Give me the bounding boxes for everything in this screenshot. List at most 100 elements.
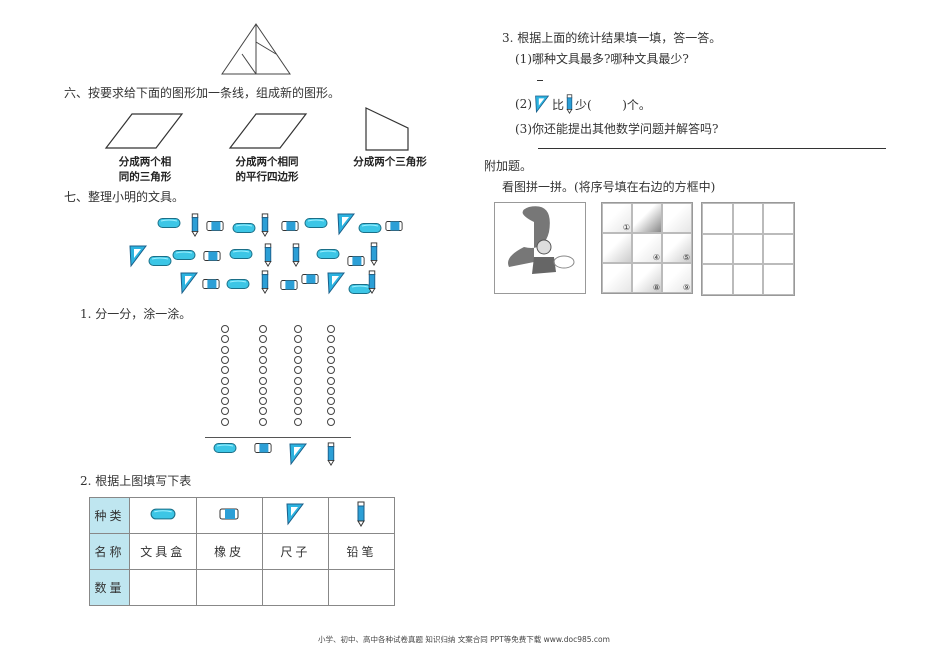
pencil-icon: [368, 270, 376, 294]
section3-q2-prefix: (2): [515, 97, 532, 111]
tally-circle[interactable]: [221, 417, 229, 426]
tally-circle[interactable]: [327, 397, 335, 406]
puzzle-piece: ⑨: [662, 263, 692, 293]
caption-1-line2: 同的三角形: [118, 171, 172, 183]
tally-circle[interactable]: [221, 335, 229, 344]
tally-circle[interactable]: [259, 325, 267, 333]
tally-circle[interactable]: [327, 366, 335, 375]
tally-circle[interactable]: [327, 345, 335, 354]
parallelogram-2: [228, 113, 308, 149]
tally-circle[interactable]: [221, 366, 229, 375]
pencil-case-icon: [358, 222, 382, 234]
puzzle-piece: ⑧: [632, 263, 662, 293]
tally-circle[interactable]: [294, 407, 302, 416]
count-cell[interactable]: [195, 569, 263, 606]
pencil-icon: [370, 242, 378, 266]
tally-circle[interactable]: [294, 397, 302, 406]
chart-baseline: [205, 437, 351, 438]
answer-line[interactable]: [538, 148, 886, 149]
tally-circle[interactable]: [327, 325, 335, 333]
tally-circle[interactable]: [221, 397, 229, 406]
pencil-icon: [261, 270, 269, 294]
section3-title: 3. 根据上面的统计结果填一填，答一答。: [502, 31, 722, 45]
tally-circle[interactable]: [294, 345, 302, 354]
tally-circle[interactable]: [259, 335, 267, 344]
tally-circle[interactable]: [327, 417, 335, 426]
section3-q2-suffix: 少( )个。: [575, 97, 651, 112]
tally-circle[interactable]: [221, 376, 229, 385]
pencil-case-icon: [150, 507, 176, 521]
pencil-icon: [357, 501, 365, 527]
eraser-icon: [280, 279, 298, 291]
puzzle-piece: ⑤: [662, 233, 692, 263]
triangle-ruler-icon: [288, 442, 308, 466]
eraser-icon: [347, 255, 365, 267]
piece-label: ⑨: [682, 283, 690, 292]
stationery-collection: [0, 0, 950, 300]
caption-1-line1: 分成两个相: [118, 156, 172, 168]
tally-circle[interactable]: [327, 376, 335, 385]
bonus-title: 附加题。: [484, 159, 533, 173]
tally-circle[interactable]: [259, 376, 267, 385]
tally-circle[interactable]: [259, 407, 267, 416]
pencil-icon: [261, 213, 269, 237]
triangle-ruler-icon: [179, 271, 199, 295]
footer-text: 小学、初中、高中各种试卷真题 知识归纳 文案合同 PPT等免费下载 www.do…: [318, 635, 610, 644]
tally-circle[interactable]: [259, 355, 267, 364]
count-cell[interactable]: [327, 569, 396, 606]
eraser-icon: [254, 442, 272, 454]
tally-circle[interactable]: [259, 366, 267, 375]
eraser-icon: [281, 220, 299, 232]
pencil-icon: [292, 243, 300, 267]
tally-circle[interactable]: [259, 345, 267, 354]
name-cell: 尺子: [261, 533, 329, 570]
caption-2-line1: 分成两个相同: [235, 156, 299, 168]
piece-label: ④: [652, 253, 660, 262]
section7-title: 七、整理小明的文具。: [64, 190, 185, 204]
section6-title: 六、按要求给下面的图形加一条线，组成新的图形。: [64, 86, 341, 100]
count-cell[interactable]: [261, 569, 329, 606]
tally-circle[interactable]: [327, 355, 335, 364]
piece-label: ①: [622, 223, 630, 232]
section3-q3: (3)你还能提出其他数学问题并解答吗?: [515, 122, 719, 136]
tally-circle[interactable]: [294, 325, 302, 333]
count-cell[interactable]: [129, 569, 197, 606]
eraser-icon: [202, 278, 220, 290]
section3-q2-mid: 比: [552, 97, 565, 112]
eraser-icon: [206, 220, 224, 232]
eraser-icon: [301, 273, 319, 285]
row-header-count: 数量: [88, 569, 131, 606]
tally-circle[interactable]: [259, 417, 267, 426]
tally-circle[interactable]: [221, 325, 229, 333]
eraser-icon: [385, 220, 403, 232]
answer-grid[interactable]: [701, 202, 795, 296]
name-cell: 文具盒: [129, 533, 197, 570]
tally-circle[interactable]: [294, 355, 302, 364]
tally-circle[interactable]: [327, 407, 335, 416]
tally-circle[interactable]: [327, 335, 335, 344]
pencil-case-icon: [232, 222, 256, 234]
tally-circle[interactable]: [294, 376, 302, 385]
section3-q1: (1)哪种文具最多?哪种文具最少?: [515, 52, 689, 66]
triangle-ruler-icon: [336, 212, 356, 236]
tally-circle[interactable]: [294, 417, 302, 426]
tally-circle[interactable]: [221, 355, 229, 364]
question-2: 2. 根据上图填写下表: [80, 474, 192, 488]
puzzle-piece: ④: [632, 233, 662, 263]
tally-circle[interactable]: [221, 345, 229, 354]
tally-circle[interactable]: [259, 397, 267, 406]
tally-circle[interactable]: [327, 386, 335, 395]
pencil-case-icon: [172, 249, 196, 261]
tally-circle[interactable]: [294, 386, 302, 395]
triangle-ruler-icon: [285, 501, 305, 527]
tally-circle[interactable]: [294, 366, 302, 375]
puzzle-piece: [632, 203, 662, 233]
tally-circle[interactable]: [221, 386, 229, 395]
tally-circle[interactable]: [259, 386, 267, 395]
puzzle-piece: ①: [602, 203, 632, 233]
answer-dash: [537, 80, 543, 81]
tally-circle[interactable]: [221, 407, 229, 416]
tally-circle[interactable]: [294, 335, 302, 344]
triangle-figure: [221, 23, 291, 75]
